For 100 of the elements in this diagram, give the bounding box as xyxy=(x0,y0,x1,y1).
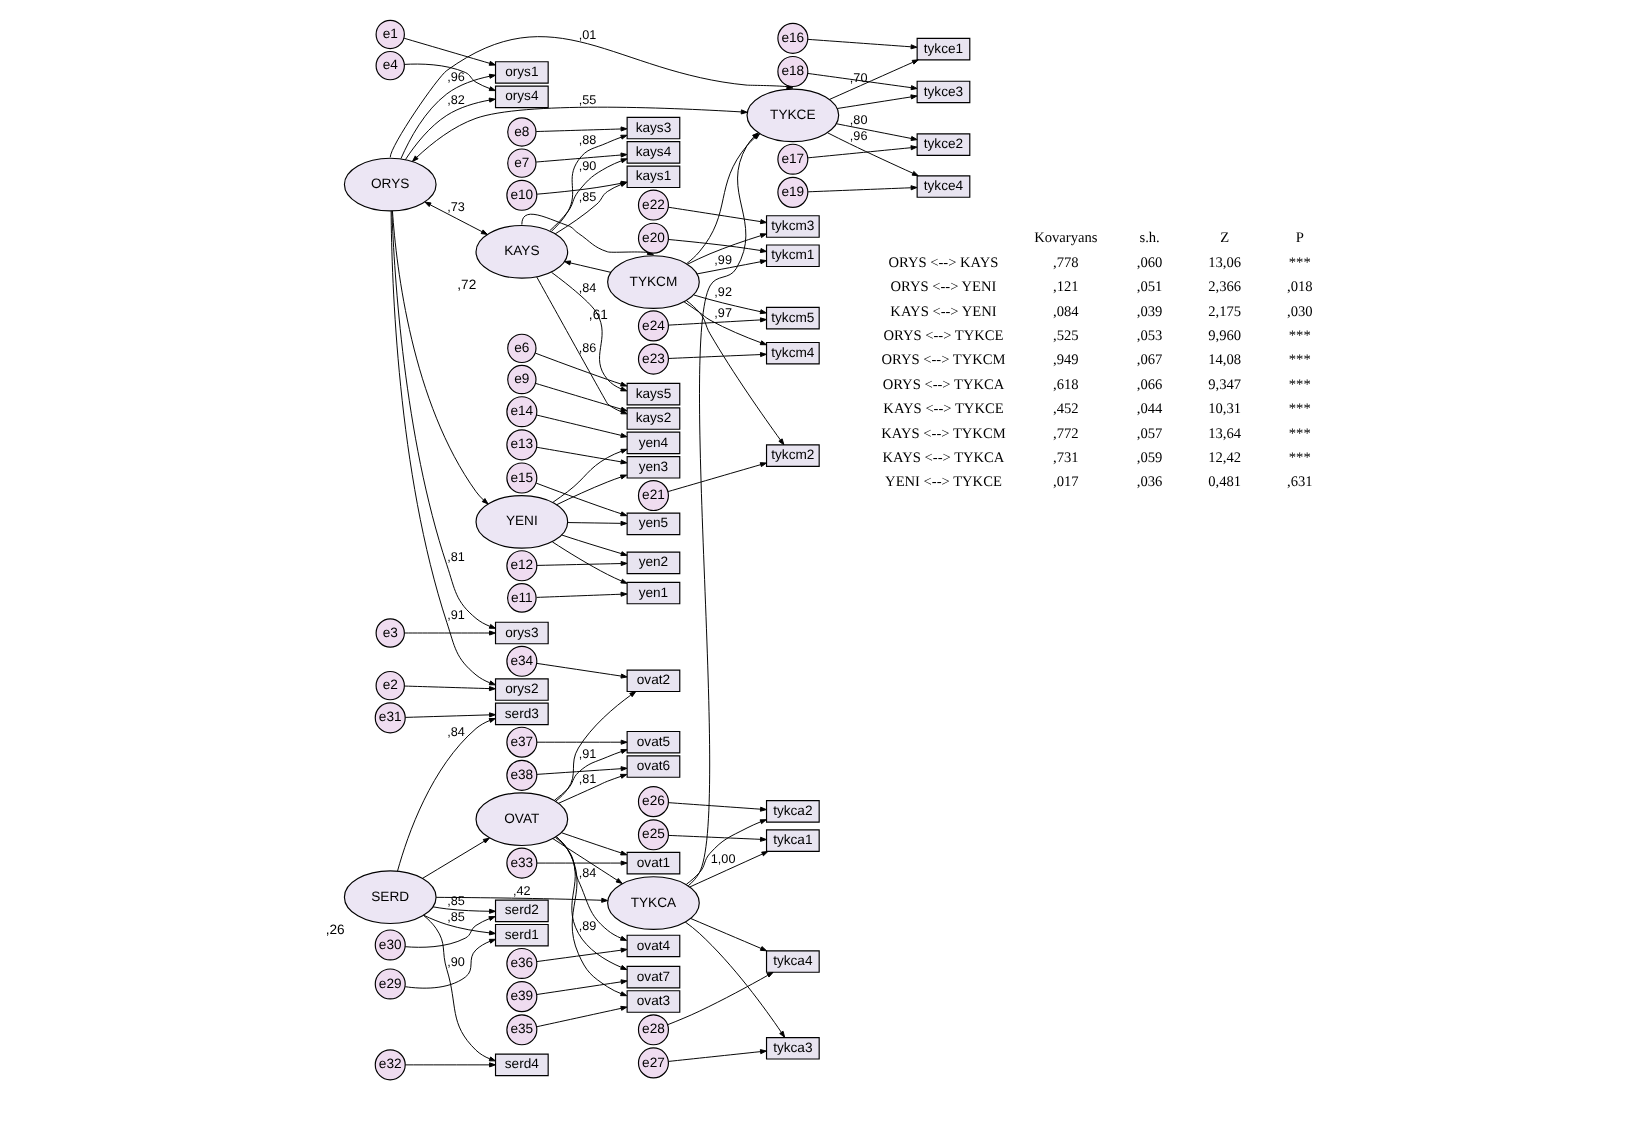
arrow xyxy=(535,662,627,679)
label: Kovaryans xyxy=(1033,227,1097,246)
arrow xyxy=(403,685,495,692)
label: ORYS <--> TYKCA xyxy=(881,374,1004,393)
arrow xyxy=(551,838,622,884)
arrow xyxy=(403,1062,495,1068)
label: *** xyxy=(1287,399,1310,418)
arrow xyxy=(686,233,766,265)
arrow xyxy=(390,210,488,505)
label: ORYS <--> TYKCE xyxy=(882,326,1003,345)
arrow xyxy=(806,145,917,159)
arrow xyxy=(566,520,627,526)
label: *** xyxy=(1287,374,1310,393)
arrow xyxy=(534,152,627,163)
arrow xyxy=(534,482,627,517)
label: ,067 xyxy=(1135,350,1162,369)
arrow xyxy=(692,294,766,315)
label: KAYS <--> TYKCA xyxy=(881,447,1004,466)
label: ,036 xyxy=(1135,472,1162,491)
label: ,618 xyxy=(1052,374,1078,393)
arrow xyxy=(403,938,495,989)
arrow xyxy=(535,860,627,866)
label: *** xyxy=(1287,326,1310,345)
arrow xyxy=(682,301,766,346)
label: ,053 xyxy=(1135,326,1162,345)
label: ,731 xyxy=(1052,447,1078,466)
arrow xyxy=(563,260,611,273)
arrow xyxy=(666,462,766,493)
arrow xyxy=(666,971,773,1026)
arrow xyxy=(806,185,917,193)
arrow xyxy=(422,914,495,936)
arrow xyxy=(550,271,627,392)
label: ,017 xyxy=(1052,472,1078,491)
arrow xyxy=(554,836,627,971)
label: 9,960 xyxy=(1207,326,1241,345)
arrow xyxy=(550,541,627,584)
arrow xyxy=(560,832,627,856)
label: ,030 xyxy=(1286,301,1312,320)
arrow xyxy=(535,414,627,438)
label: ,452 xyxy=(1052,399,1078,418)
label: ORYS <--> YENI xyxy=(889,277,996,296)
label: ,631 xyxy=(1286,472,1312,491)
arrow xyxy=(685,300,784,446)
arrow xyxy=(667,834,766,842)
arrow xyxy=(535,1005,627,1028)
label: ORYS <--> TYKCM xyxy=(880,350,1005,369)
label: ,525 xyxy=(1052,326,1078,345)
arrow xyxy=(553,749,627,801)
label: 13,64 xyxy=(1207,423,1241,442)
label: 0,481 xyxy=(1207,472,1241,491)
arrow xyxy=(555,474,627,506)
label: ,051 xyxy=(1135,277,1162,296)
arrow xyxy=(557,773,627,804)
arrow xyxy=(422,915,495,1062)
arrow xyxy=(683,921,785,1038)
label: 9,347 xyxy=(1207,374,1241,393)
label: ,044 xyxy=(1135,399,1162,418)
arrow xyxy=(402,63,495,92)
arrow xyxy=(434,896,608,903)
arrow xyxy=(403,630,495,636)
label: ,778 xyxy=(1052,252,1078,271)
arrow xyxy=(535,446,627,465)
label: 13,06 xyxy=(1207,252,1241,271)
label: ,039 xyxy=(1135,301,1162,320)
label: *** xyxy=(1287,447,1310,466)
label: 2,175 xyxy=(1207,301,1241,320)
label: ,772 xyxy=(1052,423,1078,442)
arrow xyxy=(423,201,487,235)
label: ,949 xyxy=(1052,350,1078,369)
label: ,066 xyxy=(1135,374,1162,393)
label: KAYS <--> TYKCE xyxy=(882,399,1003,418)
label: ,084 xyxy=(1052,301,1078,320)
arrow xyxy=(688,851,768,888)
arrow xyxy=(554,691,636,802)
arrow xyxy=(403,712,495,718)
label: s.h. xyxy=(1138,227,1159,246)
arrow xyxy=(431,906,495,914)
label: *** xyxy=(1287,423,1310,442)
label: ,057 xyxy=(1135,423,1162,442)
label: Z xyxy=(1219,227,1229,246)
arrow xyxy=(689,918,767,952)
arrow xyxy=(667,239,766,254)
arrow xyxy=(834,123,917,141)
label: ,018 xyxy=(1286,277,1312,296)
arrow xyxy=(667,1049,766,1062)
arrow xyxy=(554,836,627,997)
arrow xyxy=(806,72,917,91)
arrow xyxy=(684,819,766,885)
arrow xyxy=(667,802,766,812)
label: ,060 xyxy=(1135,252,1162,271)
label: ,059 xyxy=(1135,447,1162,466)
arrow xyxy=(535,591,627,598)
arrow xyxy=(560,534,627,557)
arrow xyxy=(535,561,627,567)
arrow xyxy=(534,126,627,132)
arrow xyxy=(535,947,627,963)
arrow xyxy=(388,36,793,158)
arrow xyxy=(666,206,766,225)
label: *** xyxy=(1287,252,1310,271)
arrow xyxy=(695,259,766,275)
